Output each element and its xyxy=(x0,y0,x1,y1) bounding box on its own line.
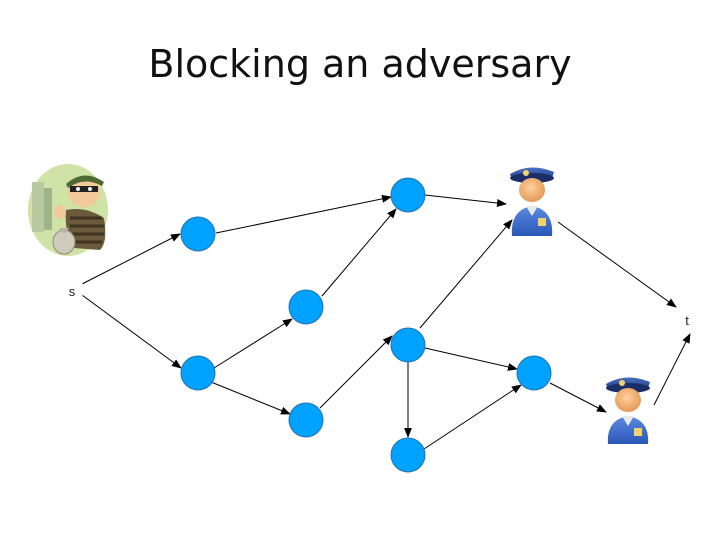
edges xyxy=(81,194,691,450)
node-f xyxy=(390,327,426,363)
node-h xyxy=(516,355,552,391)
edge-h-police2 xyxy=(549,382,607,413)
edge-b-d xyxy=(213,318,293,369)
terminal-t: t xyxy=(685,313,689,328)
terminal-s: s xyxy=(61,280,83,302)
node-b xyxy=(180,355,216,391)
edge-f-h xyxy=(424,347,518,371)
edge-g-h xyxy=(423,384,522,450)
edge-a-c xyxy=(215,194,392,234)
edge-c-police1 xyxy=(424,194,507,207)
edge-d-c xyxy=(321,208,397,297)
edge-f-police1 xyxy=(419,219,513,329)
edge-s-b xyxy=(81,294,182,369)
nodes xyxy=(180,177,552,473)
police-officer-icon xyxy=(606,377,650,444)
robber-icon xyxy=(28,164,108,256)
edge-police1-t xyxy=(557,221,677,308)
edge-e-f xyxy=(319,335,393,409)
node-c xyxy=(390,177,426,213)
edge-s-a xyxy=(81,233,181,285)
node-a xyxy=(180,216,216,252)
node-d xyxy=(288,289,324,325)
source-box xyxy=(61,280,83,302)
edge-b-e xyxy=(210,381,291,415)
node-g xyxy=(390,437,426,473)
police-officer-icon xyxy=(510,167,554,236)
edge-police2-t xyxy=(653,333,691,406)
node-e xyxy=(288,402,324,438)
slide-title: Blocking an adversary xyxy=(148,42,572,86)
sink-label: t xyxy=(685,313,689,328)
source-label: s xyxy=(69,284,76,299)
